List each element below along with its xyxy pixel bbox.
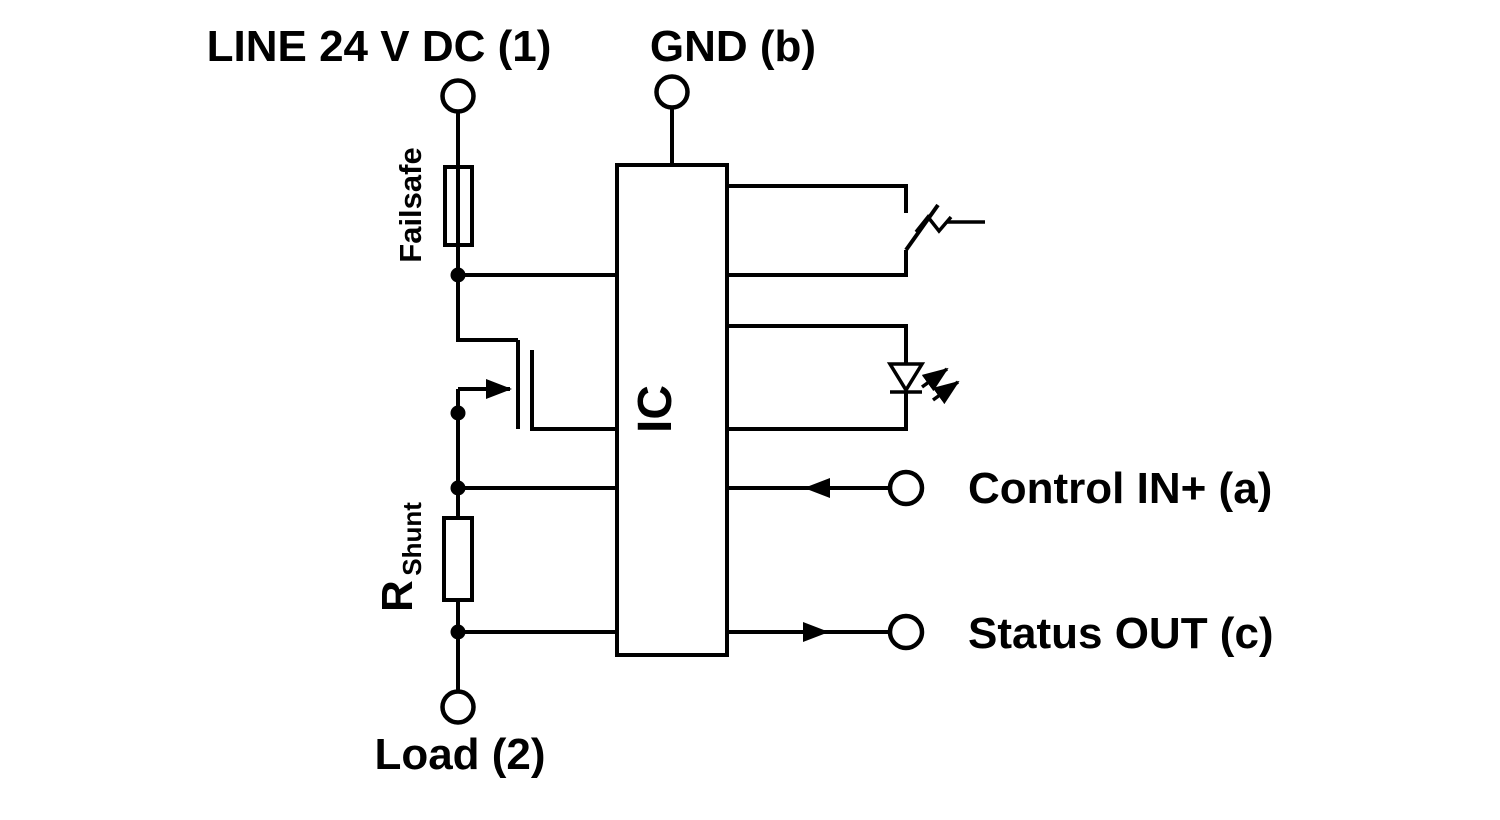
load-terminal-label: Load (2) (374, 730, 545, 779)
ic-label: IC (629, 385, 682, 433)
line-terminal-label: LINE 24 V DC (1) (207, 22, 552, 71)
shunt-resistor (442, 516, 474, 602)
failsafe-fuse (443, 165, 474, 247)
led-emission-arrow-1 (920, 367, 949, 392)
wire-ic-to-switch-bottom (727, 250, 908, 277)
wire-ic-to-switch-top (727, 184, 908, 213)
mosfet-symbol (456, 340, 617, 431)
shunt-label-sub: Shunt (397, 502, 427, 576)
failsafe-label: Failsafe (393, 147, 428, 262)
gnd-terminal (654, 74, 690, 110)
status-out-terminal (887, 613, 925, 651)
junction-source (450, 405, 466, 421)
junction-nodeA (450, 267, 466, 283)
gnd-terminal-label: GND (b) (650, 22, 816, 71)
led-emission-arrow-2 (931, 380, 960, 405)
wire-nodeA-to-mosfet-drain (456, 275, 518, 342)
control-in-label: Control IN+ (a) (968, 464, 1272, 513)
switch-blade (904, 203, 940, 252)
load-terminal (440, 689, 476, 725)
junction-shunt-top (450, 480, 466, 496)
wire-led-to-ic-bottom (727, 392, 908, 431)
shunt-label-main: R (373, 580, 422, 612)
status-out-label: Status OUT (c) (968, 609, 1274, 658)
line-terminal (440, 78, 476, 114)
mosfet-gate-to-ic (530, 350, 617, 431)
ic-box (615, 163, 729, 657)
junction-shunt-bottom (450, 624, 466, 640)
switch-actuator-zigzag (914, 214, 953, 234)
switch-contact-symbol (727, 184, 985, 277)
wire-ic-to-led-top (727, 324, 908, 364)
shunt-resistor-label: R Shunt (373, 502, 427, 612)
led-symbol (727, 324, 960, 431)
led-triangle (886, 362, 926, 394)
control-in-terminal (887, 469, 925, 507)
